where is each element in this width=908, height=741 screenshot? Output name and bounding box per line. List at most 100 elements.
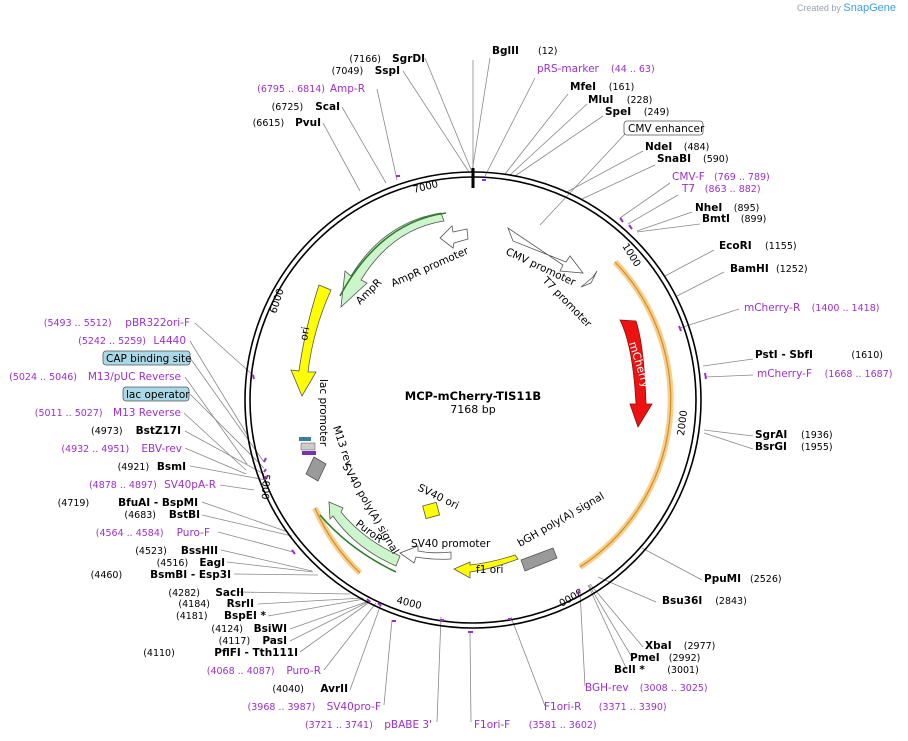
site-pos-pflfi: (4110) [143,648,175,659]
site-pos-bsu36i: (2843) [715,596,747,607]
tick-label-4000: 4000 [395,595,422,612]
site-name-bsmi: BsmI [157,461,186,473]
site-name-pbr322ori-f: pBR322ori-F [125,317,190,329]
site-name-psti: PstI - SbfI [755,349,813,361]
site-name-bglii: BglII [492,45,519,57]
site-name-ndei: NdeI [645,141,672,153]
site-pos-pbabe-3-: (3721 .. 3741) [305,720,373,731]
site-pos-ebv-rev: (4932 .. 4951) [61,444,129,455]
site-pos-mfei: (161) [609,82,635,93]
site-pos-spei: (249) [644,107,670,118]
site-name-f1ori-r: F1ori-R [544,701,581,713]
site-pos-mcherry-f: (1668 .. 1687) [825,369,893,380]
puror-strand [319,514,397,573]
site-name-sgrai: SgrAI [755,429,787,441]
site-pos-ecori: (1155) [765,241,797,252]
feature-label-lac-promoter: lac promoter [317,379,329,447]
feature-label-f1-ori: f1 ori [476,564,503,576]
site-name-bgh-rev: BGH-rev [585,682,629,694]
feature-label-ampr-promoter: AmpR promoter [389,245,471,290]
orange-arcs [312,259,674,576]
tick-label-7000: 7000 [412,179,439,196]
site-name-bsmbi: BsmBI - Esp3I [150,569,231,581]
watermark-created-by: Created by [796,3,841,13]
site-name-bcli: BclI * [614,664,645,676]
site-pos-bcli: (3001) [667,665,699,676]
site-name-sgrdi: SgrDI [392,53,425,65]
tick-label-1000: 1000 [619,242,642,269]
watermark: Created by SnapGene [797,2,896,14]
site-pos-sgrai: (1936) [801,430,833,441]
primer-marks [252,175,707,633]
tick-label-2000: 2000 [676,410,690,437]
site-name-pflfi: PflFI - Tth111I [214,647,298,659]
site-name-scai: ScaI [315,101,340,113]
site-pos-pbr322ori-f: (5493 .. 5512) [44,318,112,329]
tick-label-3000: 3000 [556,585,584,607]
site-pos-amp-r: (6795 .. 6814) [257,84,325,95]
site-pos-rsrii: (4184) [178,599,210,610]
sv40-polya-box [305,456,327,482]
site-name-ebv-rev: EBV-rev [141,443,182,455]
site-name-mcherry-f: mCherry-F [757,368,812,380]
mcherry-arrow [619,319,653,428]
site-pos-m13-reverse: (5011 .. 5027) [35,408,103,419]
site-pos-puro-r: (4068 .. 4087) [207,666,275,677]
site-pos-bsmi: (4921) [118,462,150,473]
site-name-puro-r: Puro-R [286,665,321,677]
site-name-amp-r: Amp-R [330,83,365,95]
feature-label-sv40-ori: SV40 ori [416,482,461,512]
feature-label-sv40-promoter: SV40 promoter [411,538,491,550]
site-name-bsu36i: Bsu36I [662,595,702,607]
site-name-sv40pro-f: SV40pro-F [327,701,381,713]
site-name-sv40pa-r: SV40pA-R [164,479,216,491]
site-name-mlui: MluI [588,94,613,106]
site-name-prs-marker: pRS-marker [537,63,600,75]
site-name-nhei: NheI [695,202,722,214]
site-name-ppumi: PpuMI [704,573,741,585]
ampr-arrow [340,212,445,309]
ori-arrow [290,284,332,397]
bgh-polya-box [520,547,558,572]
plasmid-name: MCP-mCherry-TIS11B [405,389,541,403]
site-pos-bsiwi: (4124) [211,624,243,635]
site-labels: BglII(12)pRS-marker(44 .. 63)MfeI(161)Ml… [9,45,892,731]
site-pos-nhei: (895) [734,203,760,214]
plasmid-length: 7168 bp [450,403,495,416]
cmv-enhancer-label: CMV enhancer [628,123,705,135]
site-name-t7: T7 [681,183,695,195]
lac-promoter-mark [300,442,316,451]
lac-operator-label: lac operator [126,389,190,401]
site-pos-bsrgi: (1955) [801,442,833,453]
site-name-l4440: L4440 [153,335,186,347]
site-pos-l4440: (5242 .. 5259) [78,336,146,347]
site-pos-m13-puc-reverse: (5024 .. 5046) [9,372,77,383]
sv40-ori-box [422,501,441,520]
leader-lines [183,57,754,723]
site-name-m13-reverse: M13 Reverse [113,407,181,419]
site-pos-puro-f: (4564 .. 4584) [96,528,164,539]
ampr-promoter-arrow [439,225,469,249]
site-name-f1ori-f: F1ori-F [474,719,510,731]
site-name-pvui: PvuI [295,117,321,129]
site-name-ecori: EcoRI [719,240,752,252]
site-pos-psti: (1610) [851,350,883,361]
site-name-pasi: PasI [262,635,287,647]
site-name-mcherry-r: mCherry-R [744,302,800,314]
site-pos-mlui: (228) [627,95,653,106]
site-name-sacii: SacII [215,587,244,599]
site-pos-mcherry-r: (1400 .. 1418) [812,303,880,314]
site-name-bamhi: BamHI [730,263,769,275]
snapgene-logo: SnapGene [843,2,896,14]
site-name-mfei: MfeI [570,81,596,93]
cap-binding-site-label: CAP binding site [106,353,192,365]
site-name-bsshii: BssHII [181,545,218,557]
site-name-pbabe-3-: pBABE 3' [384,719,432,731]
site-pos-eagi: (4516) [157,558,189,569]
sv40-promoter-arrow [399,545,452,564]
tick-label-5000: 5000 [259,474,271,500]
site-pos-cmv-f: (769 .. 789) [714,172,770,183]
site-pos-bstbi: (4683) [124,510,156,521]
site-pos-bgh-rev: (3008 .. 3025) [640,683,708,694]
site-name-m13-puc-reverse: M13/pUC Reverse [88,371,181,383]
